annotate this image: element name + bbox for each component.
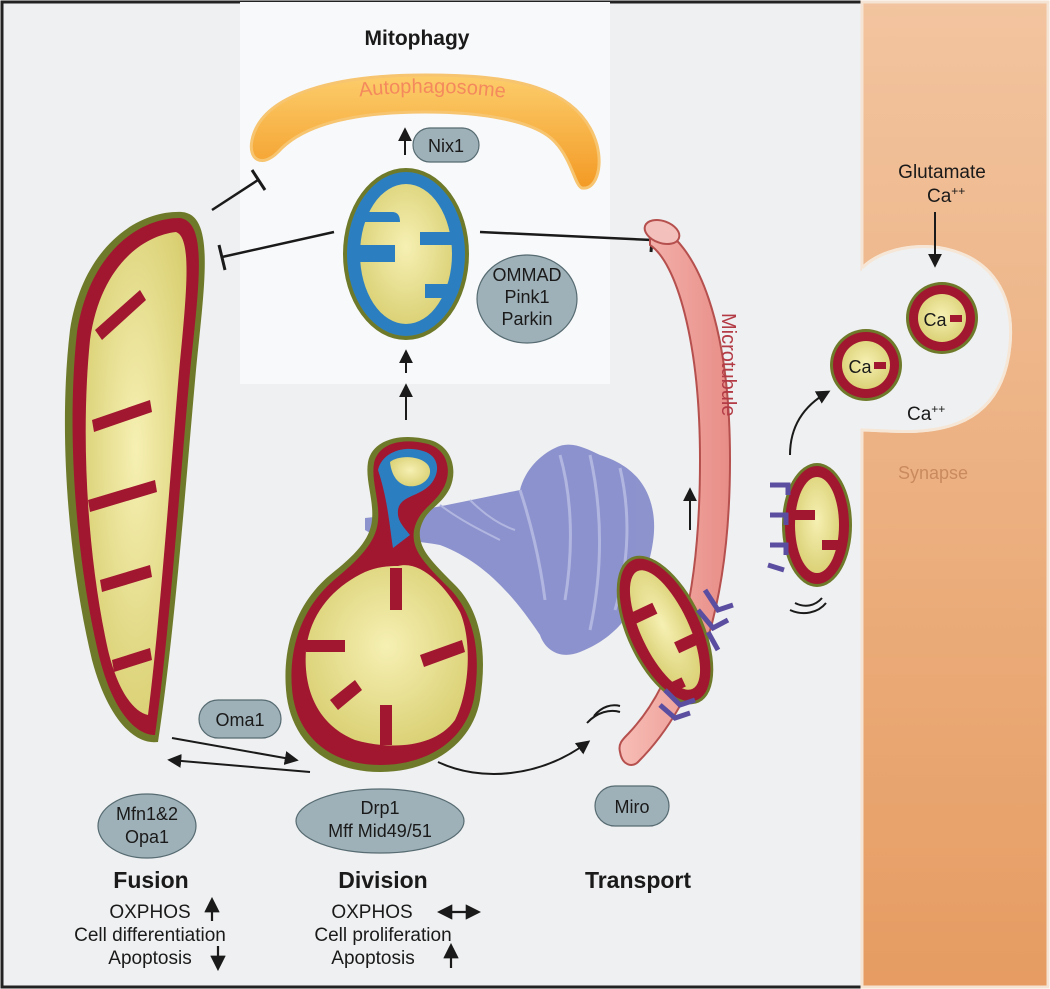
autophagosome: [249, 73, 601, 190]
to-transport-arrow: [437, 740, 591, 775]
ommad-label: OMMAD: [493, 265, 562, 285]
ca-vesicle-label: Ca: [923, 310, 947, 330]
motor-proteins: [658, 482, 791, 721]
motion-marks: [586, 597, 827, 724]
ca-mitochondrion-2: Ca: [830, 329, 902, 401]
transport-title: Transport: [585, 867, 691, 893]
division-proliferation: Cell proliferation: [314, 925, 451, 946]
fusion-apoptosis: Apoptosis: [108, 948, 191, 969]
synapse-tissue: [860, 0, 1050, 989]
mitophagy-proteins-pill: [476, 254, 578, 344]
pink1-label: Pink1: [504, 287, 549, 307]
fusion-title: Fusion: [113, 867, 188, 893]
inhibit-fusion-line: [221, 230, 335, 259]
fusion-differentiation: Cell differentiation: [74, 925, 226, 946]
opa1-label: Opa1: [125, 827, 169, 847]
synapse-label: Synapse: [898, 463, 968, 483]
nix1-pill: [412, 127, 480, 163]
division-oxphos: OXPHOS: [331, 902, 412, 923]
inhibit-transport-line: [479, 230, 653, 242]
microtubule-end: [643, 218, 681, 246]
parkin-label: Parkin: [501, 309, 552, 329]
ca-vesicle-label: Ca: [848, 357, 872, 377]
fused-mitochondrion: [64, 211, 205, 743]
fusion-to-division-arrow: [171, 737, 299, 765]
fusion-proteins-pill: [97, 793, 197, 859]
nix1-label: Nix1: [428, 136, 464, 156]
ca-top-label: Ca++: [927, 184, 965, 207]
mfn-label: Mfn1&2: [116, 804, 178, 824]
transported-mitochondrion-lower: [616, 555, 714, 705]
endoplasmic-reticulum: [365, 444, 655, 655]
release-arrow: [789, 390, 831, 456]
division-apoptosis: Apoptosis: [331, 948, 414, 969]
dividing-mitochondrion: [285, 436, 483, 772]
glutamate-label: Glutamate: [898, 162, 986, 183]
miro-pill: [594, 785, 670, 827]
division-title: Division: [338, 867, 427, 893]
damaged-mitochondrion: [343, 168, 469, 340]
transported-mitochondrion-upper: [782, 463, 852, 587]
oma1-pill: [198, 699, 282, 739]
mitophagy-title: Mitophagy: [365, 27, 470, 50]
ca-mitochondrion-1: Ca: [906, 282, 978, 354]
oma1-label: Oma1: [215, 710, 264, 730]
mff-label: Mff Mid49/51: [328, 821, 432, 841]
drp1-label: Drp1: [360, 798, 399, 818]
inhibit-fusion-bar: [217, 244, 227, 271]
microtubule-label: Microtubule: [717, 313, 739, 416]
inhibit-autophagy-bar: [250, 169, 267, 191]
ca-cleft-label: Ca++: [907, 402, 945, 425]
miro-label: Miro: [615, 797, 650, 817]
division-to-fusion-arrow: [167, 753, 311, 773]
inhibit-autophagy-line: [211, 178, 259, 212]
fusion-oxphos: OXPHOS: [109, 902, 190, 923]
division-proteins-pill: [295, 788, 465, 854]
